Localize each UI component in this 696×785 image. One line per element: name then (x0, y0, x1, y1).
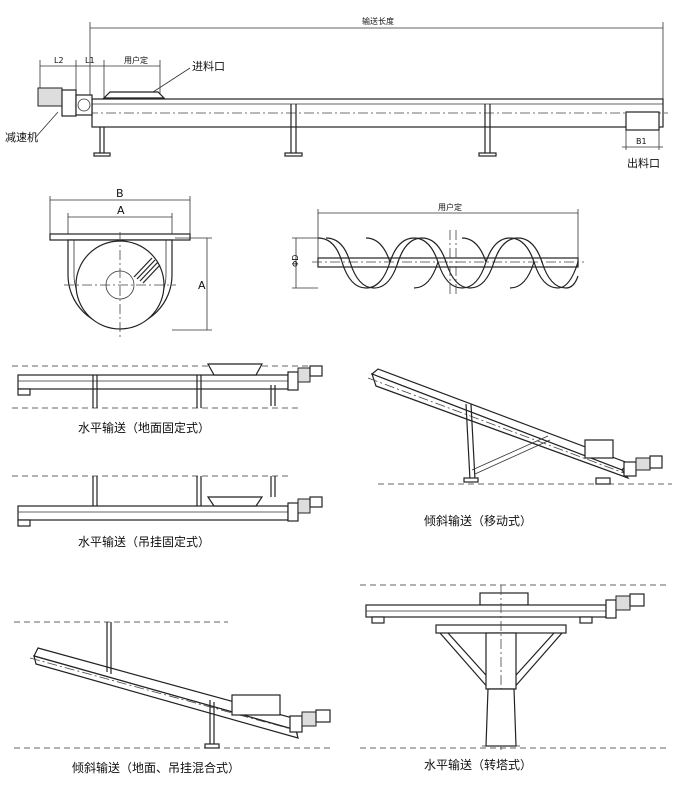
horizontal-tower-drawing (360, 584, 668, 750)
inlet-label: 进料口 (192, 59, 225, 73)
total-length-label: 输送长度 (362, 16, 394, 26)
caption-horizontal-hanging: 水平输送（吊挂固定式） (78, 535, 211, 549)
screw-custom-label: 用户定 (438, 202, 462, 212)
section-a-label: A (117, 204, 125, 217)
section-a-side-label: A (198, 279, 206, 292)
custom-label-top: 用户定 (124, 55, 148, 65)
horizontal-hanging-drawing (12, 475, 323, 527)
inclined-mobile-drawing (367, 368, 672, 485)
horizontal-ground-drawing (12, 363, 323, 409)
inclined-mixed-drawing (14, 621, 331, 749)
phi-label: ΦD (291, 255, 300, 267)
reducer-label: 减速机 (5, 130, 38, 144)
l2-label: L2 (54, 56, 64, 65)
l1-label: L1 (85, 56, 95, 65)
outlet-label: 出料口 (627, 156, 660, 170)
caption-horizontal-tower: 水平输送（转塔式） (424, 758, 533, 772)
screw-flight-view: 用户定 ΦD (291, 202, 584, 295)
cross-section-view: B A A (49, 187, 212, 338)
caption-horizontal-ground: 水平输送（地面固定式） (78, 421, 211, 435)
section-b-label: B (116, 187, 124, 200)
b1-label: B1 (636, 137, 647, 146)
caption-inclined-mobile: 倾斜输送（移动式） (424, 514, 533, 528)
caption-inclined-mixed: 倾斜输送（地面、吊挂混合式） (72, 761, 241, 775)
main-side-view: 输送长度 L2 L1 用户定 进料口 减速机 (5, 16, 668, 170)
